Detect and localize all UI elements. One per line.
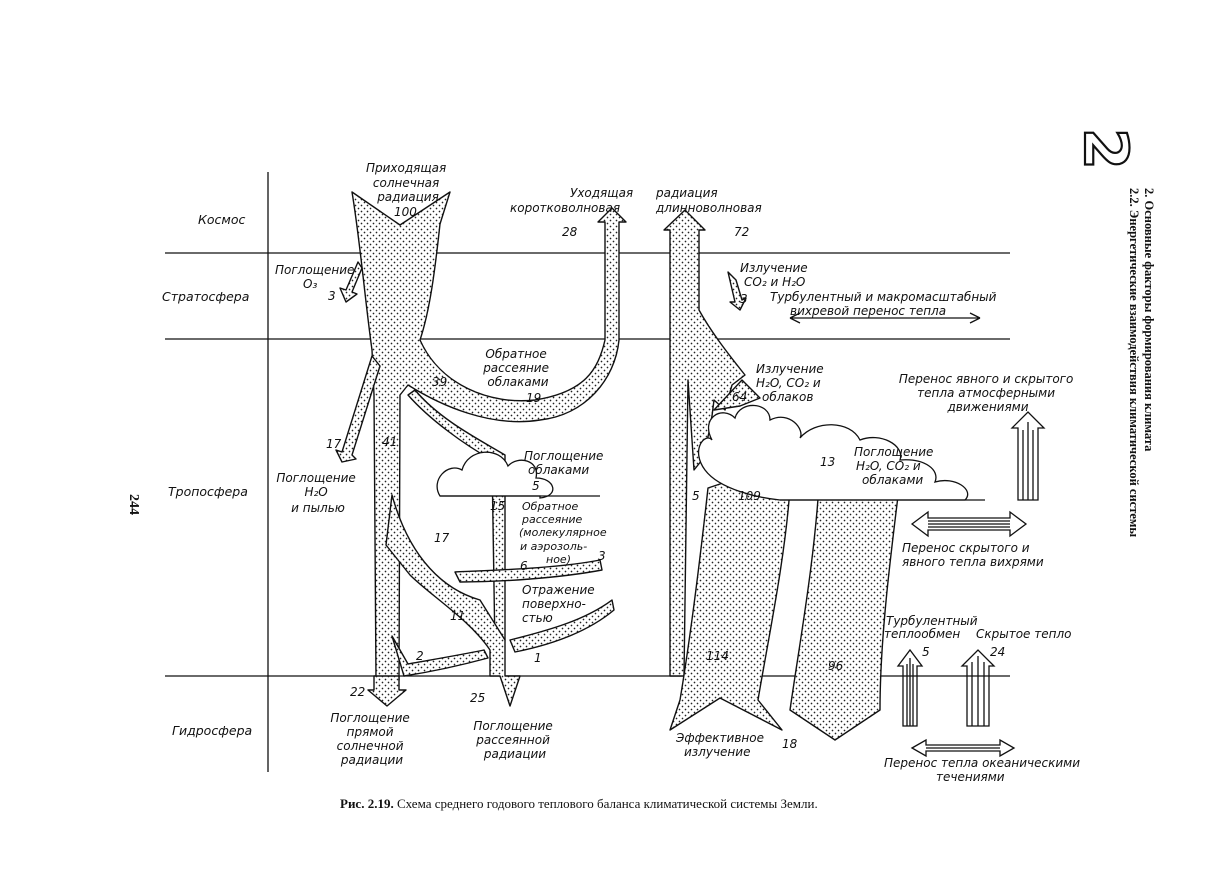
- label-absorb-direct: Поглощение прямой солнечной радиации: [330, 711, 413, 767]
- layer-troposphere: Тропосфера: [168, 484, 248, 499]
- incoming-solar-flow: [351, 191, 627, 681]
- label-absorb-diffuse: Поглощение рассеянной радиации: [473, 719, 556, 761]
- surface-reflect-flow: [509, 599, 615, 653]
- label-longwave: длинноволновая: [655, 201, 762, 215]
- direct-absorb-arrow: [367, 675, 407, 707]
- longwave-flows: [663, 209, 985, 741]
- value-stream-5-left: 5: [692, 489, 700, 503]
- value-cloud-backscatter: 19: [526, 391, 541, 405]
- section-title: 2.2. Энергетические взаимодействия клима…: [1127, 188, 1141, 537]
- cloud-right: [698, 404, 969, 501]
- page-number: 244: [126, 494, 141, 515]
- layer-space: Космос: [198, 212, 245, 227]
- label-outgoing: Уходящая: [570, 186, 633, 200]
- value-stream-15: 15: [490, 499, 505, 513]
- value-strat-emission: 3: [740, 292, 748, 306]
- latent-arrow: [960, 649, 996, 727]
- value-incoming: 100: [394, 205, 417, 219]
- reflect-2-flow: [391, 635, 489, 677]
- label-surface-reflect: Отражение поверхно- стью: [522, 583, 598, 625]
- dust-absorb-flow: [335, 355, 381, 463]
- value-absorb-direct: 22: [350, 685, 365, 699]
- ocean-transport-arrow: [910, 738, 1016, 758]
- label-latent-heat: Скрытое тепло: [976, 627, 1071, 641]
- label-molecular-scatter: Обратное рассеяние (молекулярное и аэроз…: [519, 500, 610, 566]
- layer-stratosphere: Стратосфера: [162, 289, 249, 304]
- chapter-number: 2: [1070, 128, 1140, 170]
- label-radiation: радиация: [655, 186, 718, 200]
- value-lw-109: 109: [738, 489, 761, 503]
- label-eddy-transport: Перенос скрытого и явного тепла вихрями: [902, 541, 1044, 569]
- scattered-flow: [385, 494, 521, 707]
- atm-vertical-arrow: [1010, 411, 1046, 501]
- chapter-header: 2 2. Основные факторы формирования клима…: [1069, 127, 1156, 538]
- label-turbulent-exchange: Турбулентный теплообмен: [884, 614, 981, 641]
- value-turbulent-5: 5: [922, 645, 930, 659]
- label-ozone: Поглощение O₃: [275, 263, 358, 291]
- labels: Приходящая солнечная радиация 100 Уходящ…: [275, 161, 1084, 784]
- label-strat-turbulent: Турбулентный и макромасштабный вихревой …: [770, 290, 1000, 318]
- label-cloud-absorb: Поглощение облаками: [524, 449, 607, 477]
- value-absorb-13: 13: [820, 455, 835, 469]
- value-stream-17: 17: [434, 531, 450, 545]
- surface-114-flow: [669, 471, 791, 731]
- layer-hydrosphere: Гидросфера: [172, 723, 252, 738]
- value-emission-64: 64: [732, 390, 747, 404]
- ozone-absorb-flow: [339, 261, 363, 303]
- cloud-left: [436, 451, 554, 499]
- value-reflect-1: 1: [534, 651, 542, 665]
- label-absorb-h2o-co2: Поглощение H₂O, CO₂ и облаками: [854, 445, 937, 487]
- cloud-emission-flow: [713, 379, 761, 411]
- value-stream-11: 11: [450, 609, 465, 623]
- label-backscatter-clouds: Обратное рассеяние облаками: [482, 347, 553, 389]
- label-emission-clouds: Излучение H₂O, CO₂ и облаков: [756, 362, 827, 404]
- value-molecular-6: 6: [520, 559, 528, 573]
- chapter-title: 2. Основные факторы формирования климата: [1142, 188, 1156, 452]
- label-ocean-transport: Перенос тепла океаническими течениями: [884, 756, 1084, 784]
- figure-caption: Рис. 2.19. Схема среднего годового тепло…: [340, 796, 818, 811]
- value-cloud-absorb: 5: [532, 479, 540, 493]
- value-dust-absorb: 17: [326, 437, 342, 451]
- eddy-transport-arrow: [910, 510, 1028, 538]
- value-surface-114: 114: [706, 649, 729, 663]
- value-molecular-3: 3: [598, 549, 606, 563]
- transport-arrows: [789, 312, 1046, 758]
- strat-transport-arrow: [789, 312, 981, 324]
- value-effective-18: 18: [782, 737, 798, 751]
- back-96-flow: [789, 469, 901, 741]
- value-stream-41: 41: [382, 435, 397, 449]
- shortwave-flows: [335, 191, 627, 707]
- value-back-96: 96: [828, 659, 844, 673]
- value-ozone: 3: [328, 289, 336, 303]
- value-outgoing-lw: 72: [734, 225, 749, 239]
- label-shortwave: коротковолновая: [510, 201, 620, 215]
- label-effective-emission: Эффективное излучение: [675, 731, 768, 759]
- value-outgoing-sw: 28: [562, 225, 578, 239]
- label-absorb-h2o-dust: Поглощение H₂O и пылью: [276, 471, 359, 515]
- value-latent-24: 24: [990, 645, 1005, 659]
- value-reflect-2: 2: [416, 649, 424, 663]
- molecular-flow: [454, 559, 603, 583]
- label-sensible-transport: Перенос явного и скрытого тепла атмосфер…: [899, 372, 1077, 414]
- label-incoming: Приходящая солнечная радиация: [366, 161, 450, 204]
- turbulent-arrow: [896, 648, 924, 727]
- label-emission-co2: Излучение CO₂ и H₂O: [740, 261, 811, 289]
- value-absorb-diffuse: 25: [470, 691, 485, 705]
- value-stream-39: 39: [432, 375, 447, 389]
- strat-emission-flow: [727, 271, 747, 311]
